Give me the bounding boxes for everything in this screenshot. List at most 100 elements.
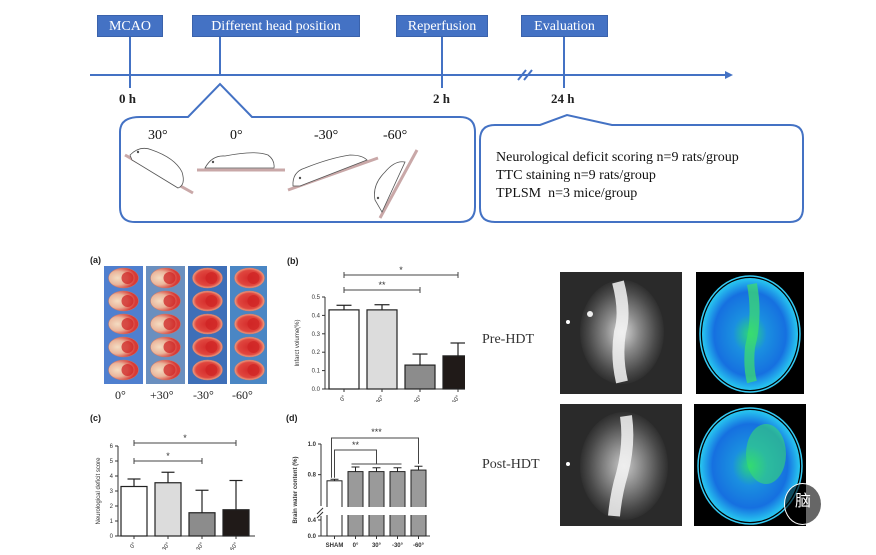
slice-core	[205, 272, 218, 284]
post-hdt-grayscale-image	[560, 404, 682, 526]
y-axis-label: Brain water content (%)	[293, 456, 299, 523]
mouse-minus30deg-icon	[287, 154, 379, 192]
x-tick-label: 0°	[339, 394, 348, 402]
slice-core	[121, 341, 134, 353]
x-tick-label: -60°	[450, 394, 462, 402]
time-label-24h: 24 h	[551, 91, 575, 106]
x-tick-label: SHAM	[326, 543, 344, 549]
bar-2	[188, 512, 216, 537]
angle-label-minus30: -30°	[314, 128, 339, 143]
evaluation-callout	[479, 113, 804, 223]
x-tick-label: -30°	[412, 394, 424, 402]
bar-break-gap	[368, 507, 385, 515]
timeline-diagram	[90, 37, 804, 223]
slice-core	[247, 364, 260, 376]
significance-label: **	[352, 440, 360, 450]
angle-label-30: 30°	[148, 128, 168, 143]
pre-hdt-grayscale-image	[560, 272, 682, 394]
significance-label: **	[378, 280, 386, 290]
timeline-event-reperfusion: Reperfusion	[396, 15, 488, 37]
timeline-event-mcao: MCAO	[97, 15, 163, 37]
axis-break-mark	[316, 511, 324, 519]
slice-core	[205, 295, 218, 307]
x-tick-label: 0°	[353, 543, 359, 549]
y-axis-label: Infarct volume(%)	[295, 319, 301, 366]
slice-core	[247, 272, 260, 284]
axis-break-mark	[316, 507, 324, 515]
y-tick-label: 0.0	[312, 387, 321, 393]
head-position-callout	[119, 82, 476, 223]
time-label-2h: 2 h	[433, 91, 450, 106]
bar-2	[368, 471, 385, 537]
y-tick-label: 4	[110, 474, 114, 480]
panel-a-letter: (a)	[90, 255, 101, 265]
significance-label: *	[166, 451, 170, 461]
slice-core	[205, 318, 218, 330]
slice-core	[205, 341, 218, 353]
y-tick-label: 0.4	[308, 518, 317, 524]
bar-3	[389, 471, 406, 537]
y-tick-label: 2	[110, 504, 114, 510]
significance-label: *	[183, 433, 187, 443]
bar-break-gap	[410, 507, 427, 515]
ttc-col-label-minus60: -60°	[232, 388, 253, 402]
ttc-col-label-0: 0°	[115, 388, 126, 402]
x-tick-label: 0°	[129, 541, 138, 550]
bar-break-gap	[347, 507, 364, 515]
pre-hdt-perfusion-map	[696, 272, 804, 394]
bar-1	[154, 482, 182, 537]
timeline-arrowhead	[725, 71, 733, 79]
significance-label: *	[399, 265, 403, 275]
slice-core	[247, 341, 260, 353]
slice-core	[121, 295, 134, 307]
watermark-glyph: 脑	[794, 493, 811, 510]
y-tick-label: 0.2	[312, 350, 321, 356]
y-tick-label: 1.0	[308, 442, 317, 448]
angle-label-minus60: -60°	[383, 128, 408, 143]
slice-core	[121, 272, 134, 284]
bar-0	[328, 309, 360, 390]
watermark-badge: 脑	[784, 483, 821, 525]
significance-bracket	[331, 437, 419, 478]
ttc-col-label-plus30: +30°	[150, 388, 174, 402]
slice-core	[247, 318, 260, 330]
x-tick-label: -60°	[228, 541, 240, 550]
slice-core	[205, 364, 218, 376]
row-label-pre-hdt: Pre-HDT	[482, 332, 535, 347]
x-tick-label: -30°	[392, 543, 404, 549]
panel-c-letter: (c)	[90, 413, 101, 423]
evaluation-line-tplsm: TPLSM n=3 mice/group	[496, 186, 638, 201]
bar-1	[347, 471, 364, 537]
y-tick-label: 0.8	[308, 473, 317, 479]
y-tick-label: 1	[110, 519, 114, 525]
y-tick-label: 0.5	[312, 295, 321, 301]
x-tick-label: +30°	[160, 541, 172, 550]
slice-core	[163, 318, 176, 330]
significance-label: ***	[371, 427, 382, 437]
slice-core	[163, 341, 176, 353]
significance-bracket	[334, 449, 377, 478]
bar-break-gap	[326, 507, 343, 515]
y-tick-label: 0.3	[312, 332, 321, 338]
bar-break-gap	[389, 507, 406, 515]
mouse-0deg-icon	[197, 152, 285, 172]
slice-core	[121, 364, 134, 376]
bar-2	[404, 364, 436, 390]
slice-core	[121, 318, 134, 330]
y-tick-label: 0.1	[312, 369, 321, 375]
row-label-post-hdt: Post-HDT	[482, 457, 540, 472]
slice-core	[247, 295, 260, 307]
x-tick-label: 30°	[372, 543, 382, 549]
slice-core	[163, 295, 176, 307]
x-tick-label: -60°	[413, 543, 425, 549]
slice-core	[163, 272, 176, 284]
bar-1	[366, 309, 398, 390]
time-label-0h: 0 h	[119, 91, 136, 106]
post-hdt-perfusion-map	[694, 404, 806, 526]
ttc-col-label-minus30: -30°	[193, 388, 214, 402]
y-tick-label: 5	[110, 459, 114, 465]
panel-b-letter: (b)	[287, 256, 299, 266]
